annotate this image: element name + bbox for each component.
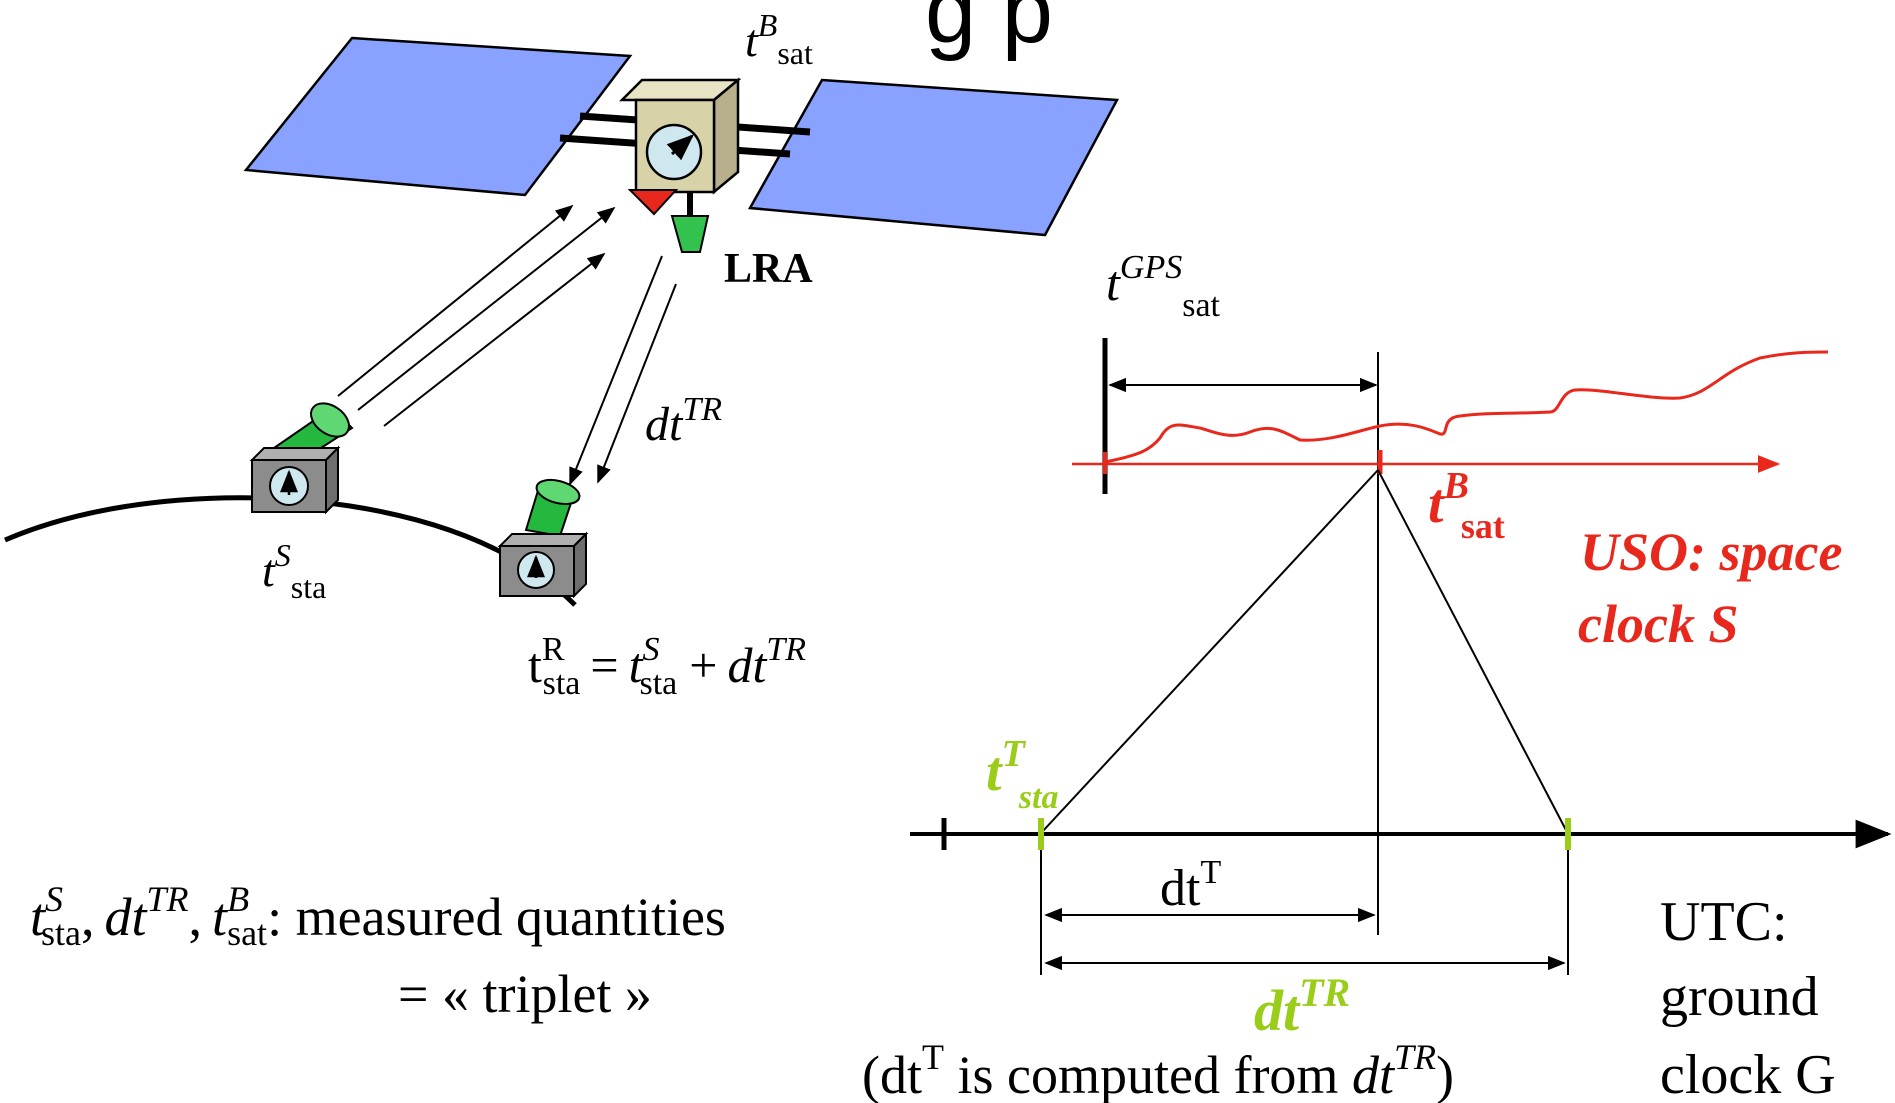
ground-station-1 — [249, 402, 354, 515]
solar-panel-left — [243, 36, 633, 197]
emission-ray — [1041, 469, 1379, 833]
station-start-label: tSsta — [262, 537, 326, 605]
uplink-rays — [337, 204, 677, 486]
dt-roundtrip-label: dtTR — [1254, 970, 1350, 1043]
title-fragment: g p — [925, 0, 1053, 62]
travel-time-label: dtTR — [645, 391, 722, 451]
clock-hand — [666, 134, 695, 161]
lra-label: LRA — [724, 246, 813, 292]
computation-note: (dtT is computed from dtTR) — [862, 1037, 1454, 1103]
ground-station-2 — [497, 478, 589, 599]
triplet-line-2: = « triplet » — [398, 964, 652, 1024]
gps-time-label: tGPSsat — [1106, 249, 1221, 324]
satellite-body-side — [712, 77, 740, 195]
antenna-red — [627, 189, 679, 216]
dt-transmit-label: dtT — [1160, 854, 1221, 917]
space-clock-drift-curve — [1104, 350, 1829, 464]
space-clock-label-line2: clock S — [1578, 594, 1738, 654]
solar-panel-right — [747, 78, 1120, 237]
satellite — [243, 36, 1120, 253]
ground-clock-label-line2: ground — [1660, 966, 1819, 1028]
satellite-clock-label: tBsat — [745, 7, 813, 71]
ground-clock-label-line3: clock G — [1660, 1044, 1836, 1103]
lra-reflector — [670, 215, 710, 253]
space-clock-label-line1: USO: space — [1580, 522, 1842, 582]
reception-ray — [1377, 469, 1568, 833]
ground-clock-label-line1: UTC: — [1660, 891, 1788, 953]
